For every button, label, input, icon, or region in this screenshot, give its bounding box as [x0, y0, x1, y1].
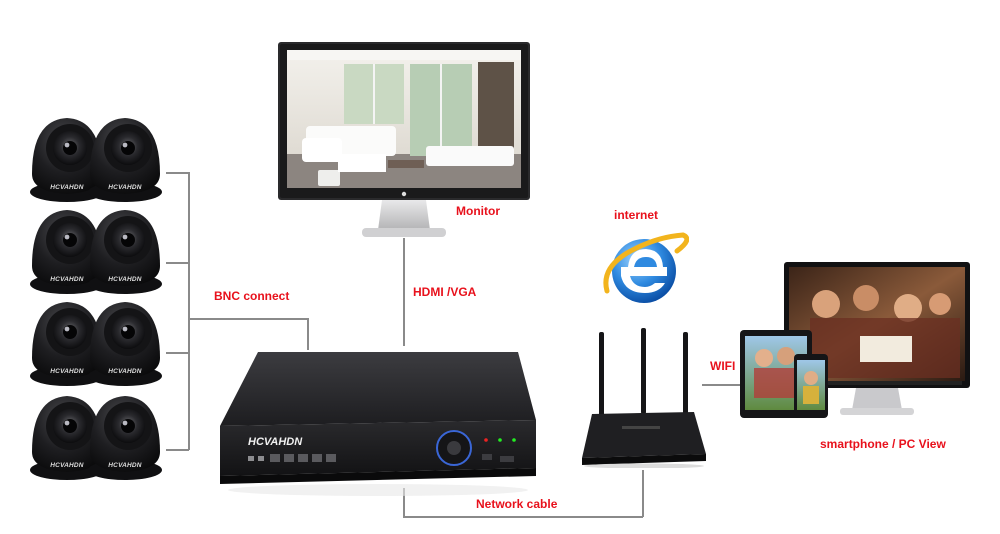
network-cable-right: [642, 470, 644, 517]
camera-brand-label: HCVAHDN: [50, 276, 84, 283]
bnc-drop-line: [307, 318, 309, 350]
pc-tablet-phone-view: [740, 260, 972, 422]
dome-camera: HCVAHDN: [86, 204, 164, 296]
network-cable-label: Network cable: [476, 497, 558, 511]
dome-camera: HCVAHDN: [28, 112, 106, 204]
camera-brand-label: HCVAHDN: [50, 462, 84, 469]
monitor-label: Monitor: [456, 204, 500, 218]
camera-branch-line: [166, 449, 189, 451]
camera-branch-line: [166, 172, 189, 174]
wifi-router: [578, 328, 710, 468]
camera-branch-line: [166, 352, 189, 354]
camera-branch-line: [166, 262, 189, 264]
network-cable-left: [403, 488, 405, 516]
dome-camera: HCVAHDN: [28, 296, 106, 388]
hdmi-vga-label: HDMI /VGA: [413, 285, 477, 299]
network-cable-bottom: [403, 516, 643, 518]
camera-bus-line: [188, 172, 190, 450]
dvr-brand-label: HCVAHDN: [248, 436, 303, 448]
camera-brand-label: HCVAHDN: [50, 184, 84, 191]
wifi-line: [702, 384, 744, 386]
camera-brand-label: HCVAHDN: [108, 184, 142, 191]
bnc-connect-label: BNC connect: [214, 289, 290, 303]
camera-brand-label: HCVAHDN: [50, 368, 84, 375]
hdmi-line: [403, 238, 405, 346]
monitor: [278, 42, 530, 240]
smartphone-pc-view-label: smartphone / PC View: [820, 437, 946, 451]
wifi-label: WIFI: [710, 359, 736, 373]
dome-camera: HCVAHDN: [86, 390, 164, 482]
camera-brand-label: HCVAHDN: [108, 276, 142, 283]
dome-camera: HCVAHDN: [28, 390, 106, 482]
camera-brand-label: HCVAHDN: [108, 368, 142, 375]
dome-camera: HCVAHDN: [86, 296, 164, 388]
dvr-recorder: HCVAHDN: [218, 350, 538, 500]
internet-icon: [603, 229, 689, 309]
dome-camera: HCVAHDN: [28, 204, 106, 296]
bnc-line: [188, 318, 308, 320]
dome-camera: HCVAHDN: [86, 112, 164, 204]
camera-brand-label: HCVAHDN: [108, 462, 142, 469]
internet-label: internet: [614, 208, 659, 222]
